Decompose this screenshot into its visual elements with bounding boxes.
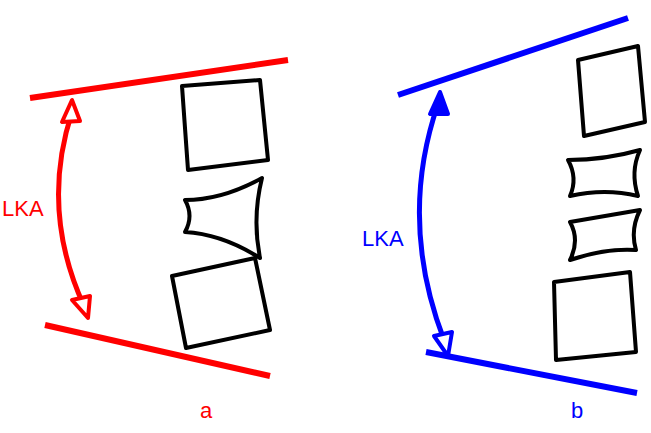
angle-label: LKA <box>2 198 44 220</box>
vertebra <box>578 46 645 136</box>
endplate-line <box>426 352 637 393</box>
disc <box>568 150 640 196</box>
panel-letter: b <box>571 400 583 422</box>
vertebra <box>172 258 270 348</box>
disc <box>570 210 640 260</box>
vertebra <box>554 272 636 360</box>
arrow-head <box>62 100 80 122</box>
angle-arc <box>419 104 444 340</box>
panel-letter: a <box>200 400 212 422</box>
angle-arc <box>59 112 84 306</box>
vertebra <box>182 80 268 170</box>
arrow-head <box>430 92 448 114</box>
disc <box>185 178 262 258</box>
arrow-head <box>72 296 90 318</box>
endplate-line <box>45 325 270 376</box>
arrow-head <box>434 332 452 356</box>
angle-label: LKA <box>362 228 404 250</box>
